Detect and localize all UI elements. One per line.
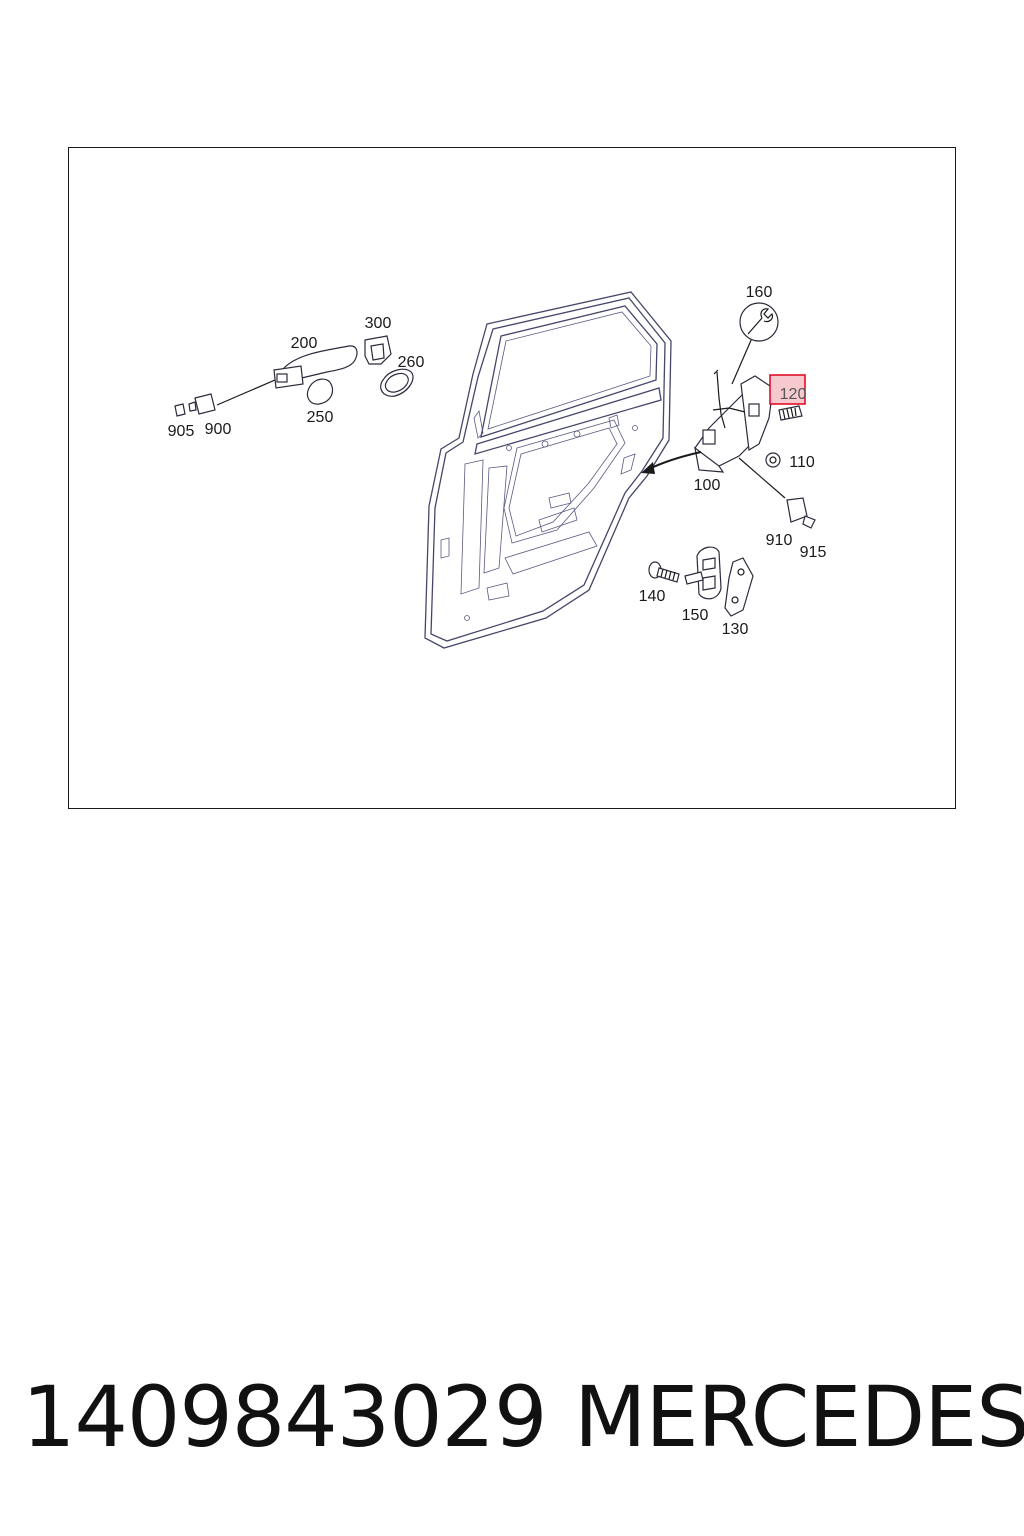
label-160: 160	[746, 284, 773, 301]
part-number-caption: 1409843029	[22, 1368, 547, 1466]
label-910: 910	[766, 532, 793, 549]
arrow-to-door	[641, 451, 702, 474]
handle-bezel-250	[306, 378, 334, 405]
label-120-highlight	[769, 374, 806, 405]
label-130: 130	[722, 621, 749, 638]
diagram-frame: 160 120 110 100 910 915 140 150 130 200 …	[68, 147, 956, 809]
screw-140	[648, 561, 680, 583]
lock-assembly-100	[694, 337, 786, 499]
striker-150	[684, 546, 722, 600]
outer-door-handle-200	[273, 345, 358, 389]
label-260: 260	[398, 354, 425, 371]
label-150: 150	[682, 607, 709, 624]
label-900: 900	[205, 421, 232, 438]
label-905: 905	[168, 423, 195, 440]
screw-110	[765, 452, 781, 468]
lock-cylinder-900	[188, 379, 276, 415]
gasket-260	[380, 368, 414, 397]
bolt-120	[778, 405, 803, 421]
label-300: 300	[365, 315, 392, 332]
plate-130	[724, 557, 754, 617]
key-915	[802, 515, 816, 529]
label-100: 100	[694, 477, 721, 494]
label-110: 110	[789, 454, 815, 471]
cylinder-910	[786, 497, 808, 523]
label-250: 250	[307, 409, 334, 426]
handle-cover-300	[364, 335, 392, 365]
label-200: 200	[291, 335, 318, 352]
brand-caption: MERCEDES	[574, 1368, 1024, 1466]
wrench-icon-160	[739, 302, 779, 342]
rear-door-shell	[424, 291, 672, 649]
label-140: 140	[639, 588, 666, 605]
label-120: 120	[780, 386, 807, 403]
label-915: 915	[800, 544, 827, 561]
exploded-parts-diagram: 160 120 110 100 910 915 140 150 130 200 …	[168, 284, 827, 649]
key-905	[174, 403, 186, 417]
